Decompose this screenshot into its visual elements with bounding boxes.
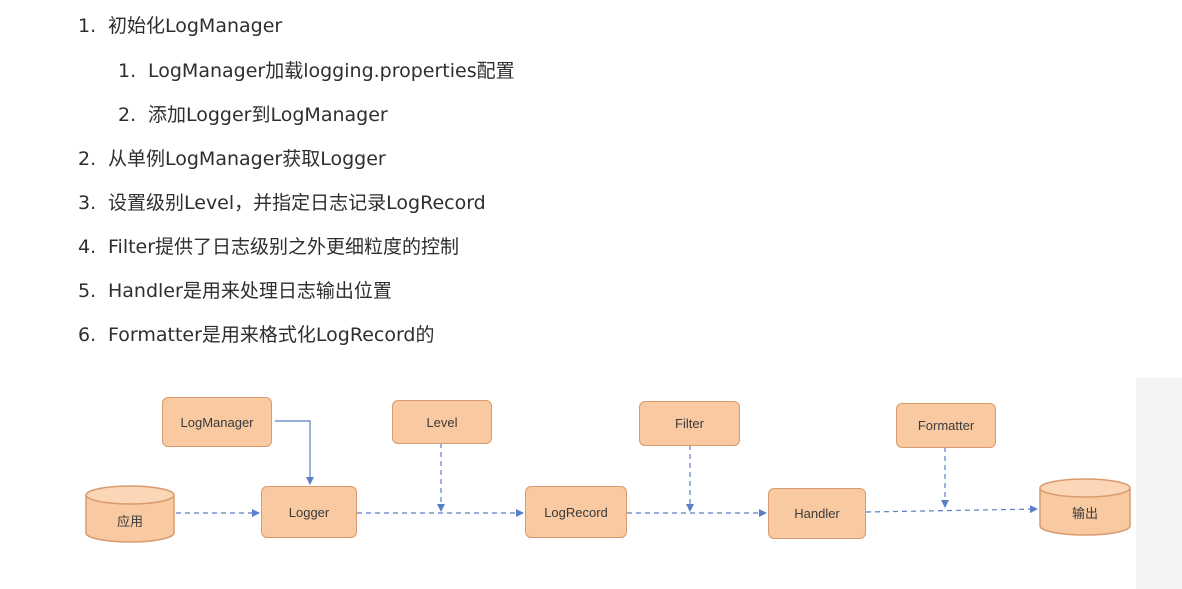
node-level-label: Level: [426, 414, 458, 430]
node-handler-label: Handler: [794, 506, 840, 521]
step-1-2-number: 2.: [118, 104, 137, 126]
node-formatter: Formatter: [896, 403, 996, 448]
node-app-label: 应用: [116, 514, 143, 529]
node-logmanager: LogManager: [162, 397, 272, 447]
output-cylinder: [1039, 478, 1131, 536]
step-6-text: Formatter是用来格式化LogRecord的: [108, 324, 435, 346]
step-5-number: 5.: [78, 280, 97, 302]
node-filter-label: Filter: [675, 416, 704, 431]
node-logger-label: Logger: [288, 504, 330, 520]
step-5: 5. Handler是用来处理日志输出位置: [78, 279, 392, 303]
step-1-2: 2. 添加Logger到LogManager: [118, 103, 388, 127]
node-filter: Filter: [639, 401, 740, 446]
step-6: 6. Formatter是用来格式化LogRecord的: [78, 323, 435, 347]
node-formatter-label: Formatter: [917, 418, 975, 433]
step-3-text: 设置级别Level，并指定日志记录LogRecord: [108, 192, 486, 214]
node-logger: Logger: [261, 486, 357, 538]
step-1-2-text: 添加Logger到LogManager: [148, 104, 388, 126]
node-level: Level: [392, 400, 492, 444]
node-logrecord-label: LogRecord: [544, 504, 608, 520]
step-1-1-number: 1.: [118, 60, 137, 82]
edge-logmanager-logger: [275, 420, 314, 485]
step-2: 2. 从单例LogManager获取Logger: [78, 147, 386, 171]
step-1-1-text: LogManager加载logging.properties配置: [148, 60, 515, 82]
node-handler: Handler: [768, 488, 866, 539]
step-4-text: Filter提供了日志级别之外更细粒度的控制: [108, 236, 460, 258]
step-1-number: 1.: [78, 15, 97, 37]
step-3: 3. 设置级别Level，并指定日志记录LogRecord: [78, 191, 486, 215]
node-logrecord: LogRecord: [525, 486, 627, 538]
step-1-1: 1. LogManager加载logging.properties配置: [118, 59, 515, 83]
node-logmanager-label: LogManager: [180, 414, 254, 430]
edge-handler-output: [865, 505, 1038, 514]
node-output-label: 输出: [1071, 506, 1098, 521]
step-5-text: Handler是用来处理日志输出位置: [108, 280, 392, 302]
slide-edge-strip: [1136, 378, 1182, 589]
step-2-text: 从单例LogManager获取Logger: [108, 148, 386, 170]
step-1: 1. 初始化LogManager: [78, 14, 282, 38]
app-cylinder: [85, 485, 175, 543]
step-1-text: 初始化LogManager: [108, 15, 283, 37]
step-6-number: 6.: [78, 324, 97, 346]
step-4: 4. Filter提供了日志级别之外更细粒度的控制: [78, 235, 459, 259]
step-3-number: 3.: [78, 192, 97, 214]
step-4-number: 4.: [78, 236, 97, 258]
step-2-number: 2.: [78, 148, 97, 170]
